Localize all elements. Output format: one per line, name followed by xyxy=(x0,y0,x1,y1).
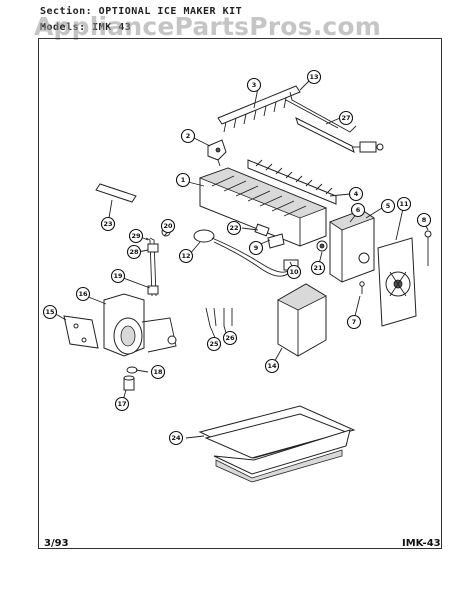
svg-text:16: 16 xyxy=(78,290,88,298)
ice-bin-part xyxy=(198,405,356,483)
svg-text:7: 7 xyxy=(352,318,357,326)
control-housing-part xyxy=(329,209,375,283)
callout-7: 7 xyxy=(346,314,362,330)
callout-21: 21 xyxy=(310,260,326,276)
valve-bracket-part xyxy=(63,315,99,349)
svg-text:21: 21 xyxy=(313,264,323,272)
section-title: Section: OPTIONAL ICE MAKER KIT xyxy=(40,6,243,17)
callout-8: 8 xyxy=(416,212,432,228)
diagram-frame xyxy=(38,38,442,549)
callout-1: 1 xyxy=(175,172,191,188)
svg-text:12: 12 xyxy=(181,252,190,260)
bracket-part-2 xyxy=(207,139,227,167)
svg-text:8: 8 xyxy=(422,216,427,224)
callout-18: 18 xyxy=(150,364,166,380)
fitting-part-17 xyxy=(123,375,135,391)
svg-text:25: 25 xyxy=(209,340,219,348)
callout-6: 6 xyxy=(350,202,366,218)
callout-24: 24 xyxy=(168,430,184,446)
callout-28: 28 xyxy=(126,244,142,260)
screw-part-8 xyxy=(424,230,432,266)
callout-25: 25 xyxy=(206,336,222,352)
svg-text:26: 26 xyxy=(225,334,235,342)
footer-page-code: IMK-43 xyxy=(402,538,441,549)
callout-23: 23 xyxy=(100,216,116,232)
svg-text:27: 27 xyxy=(341,114,350,122)
callout-26: 26 xyxy=(222,330,238,346)
svg-text:9: 9 xyxy=(254,244,259,252)
svg-text:19: 19 xyxy=(113,272,123,280)
fill-cup-part xyxy=(316,240,328,252)
callout-22: 22 xyxy=(226,220,242,236)
callout-27: 27 xyxy=(338,110,354,126)
callout-17: 17 xyxy=(114,396,130,412)
footer-date: 3/93 xyxy=(44,538,69,549)
fill-tube-part xyxy=(145,227,171,297)
callout-13: 13 xyxy=(306,69,322,85)
callout-4: 4 xyxy=(348,186,364,202)
svg-text:14: 14 xyxy=(267,362,277,370)
thermostat-part xyxy=(254,223,270,237)
stripper-part xyxy=(247,159,337,205)
callout-3: 3 xyxy=(246,77,262,93)
callout-14: 14 xyxy=(264,358,280,374)
svg-text:5: 5 xyxy=(386,202,391,210)
callout-16: 16 xyxy=(75,286,91,302)
svg-text:28: 28 xyxy=(129,248,139,256)
svg-text:13: 13 xyxy=(309,73,318,81)
rod-assembly-part xyxy=(295,117,384,153)
callout-9: 9 xyxy=(248,240,264,256)
svg-text:10: 10 xyxy=(289,268,299,276)
wire-retainer-part xyxy=(267,233,285,249)
water-valve-part xyxy=(103,293,177,357)
nut-part-18 xyxy=(126,366,138,374)
callout-15: 15 xyxy=(42,304,58,320)
cover-part xyxy=(277,283,327,357)
front-cover-part xyxy=(377,237,417,327)
shutoff-arm-part xyxy=(285,91,357,133)
svg-text:23: 23 xyxy=(103,220,112,228)
callout-10: 10 xyxy=(286,264,302,280)
block-part-23 xyxy=(95,183,137,203)
svg-text:29: 29 xyxy=(131,232,141,240)
svg-text:2: 2 xyxy=(186,132,191,140)
svg-text:1: 1 xyxy=(181,176,186,184)
callout-20: 20 xyxy=(160,218,176,234)
callout-29: 29 xyxy=(128,228,144,244)
callout-2: 2 xyxy=(180,128,196,144)
svg-text:18: 18 xyxy=(153,368,163,376)
svg-text:20: 20 xyxy=(163,222,173,230)
callout-19: 19 xyxy=(110,268,126,284)
svg-text:17: 17 xyxy=(117,400,126,408)
callout-5: 5 xyxy=(380,198,396,214)
callout-11: 11 xyxy=(396,196,412,212)
svg-text:15: 15 xyxy=(45,308,55,316)
svg-text:6: 6 xyxy=(356,206,361,214)
watermark-text: AppliancePartsPros.com xyxy=(34,12,382,41)
model-line: Models: IMK 43 xyxy=(40,22,132,33)
screw-part-7 xyxy=(359,281,365,294)
svg-text:11: 11 xyxy=(399,200,409,208)
svg-text:22: 22 xyxy=(229,224,238,232)
svg-text:4: 4 xyxy=(354,190,359,198)
svg-text:3: 3 xyxy=(252,81,257,89)
svg-text:24: 24 xyxy=(171,434,181,442)
ice-mold-part xyxy=(198,167,328,247)
ejector-arm-part xyxy=(217,85,301,133)
callout-12: 12 xyxy=(178,248,194,264)
